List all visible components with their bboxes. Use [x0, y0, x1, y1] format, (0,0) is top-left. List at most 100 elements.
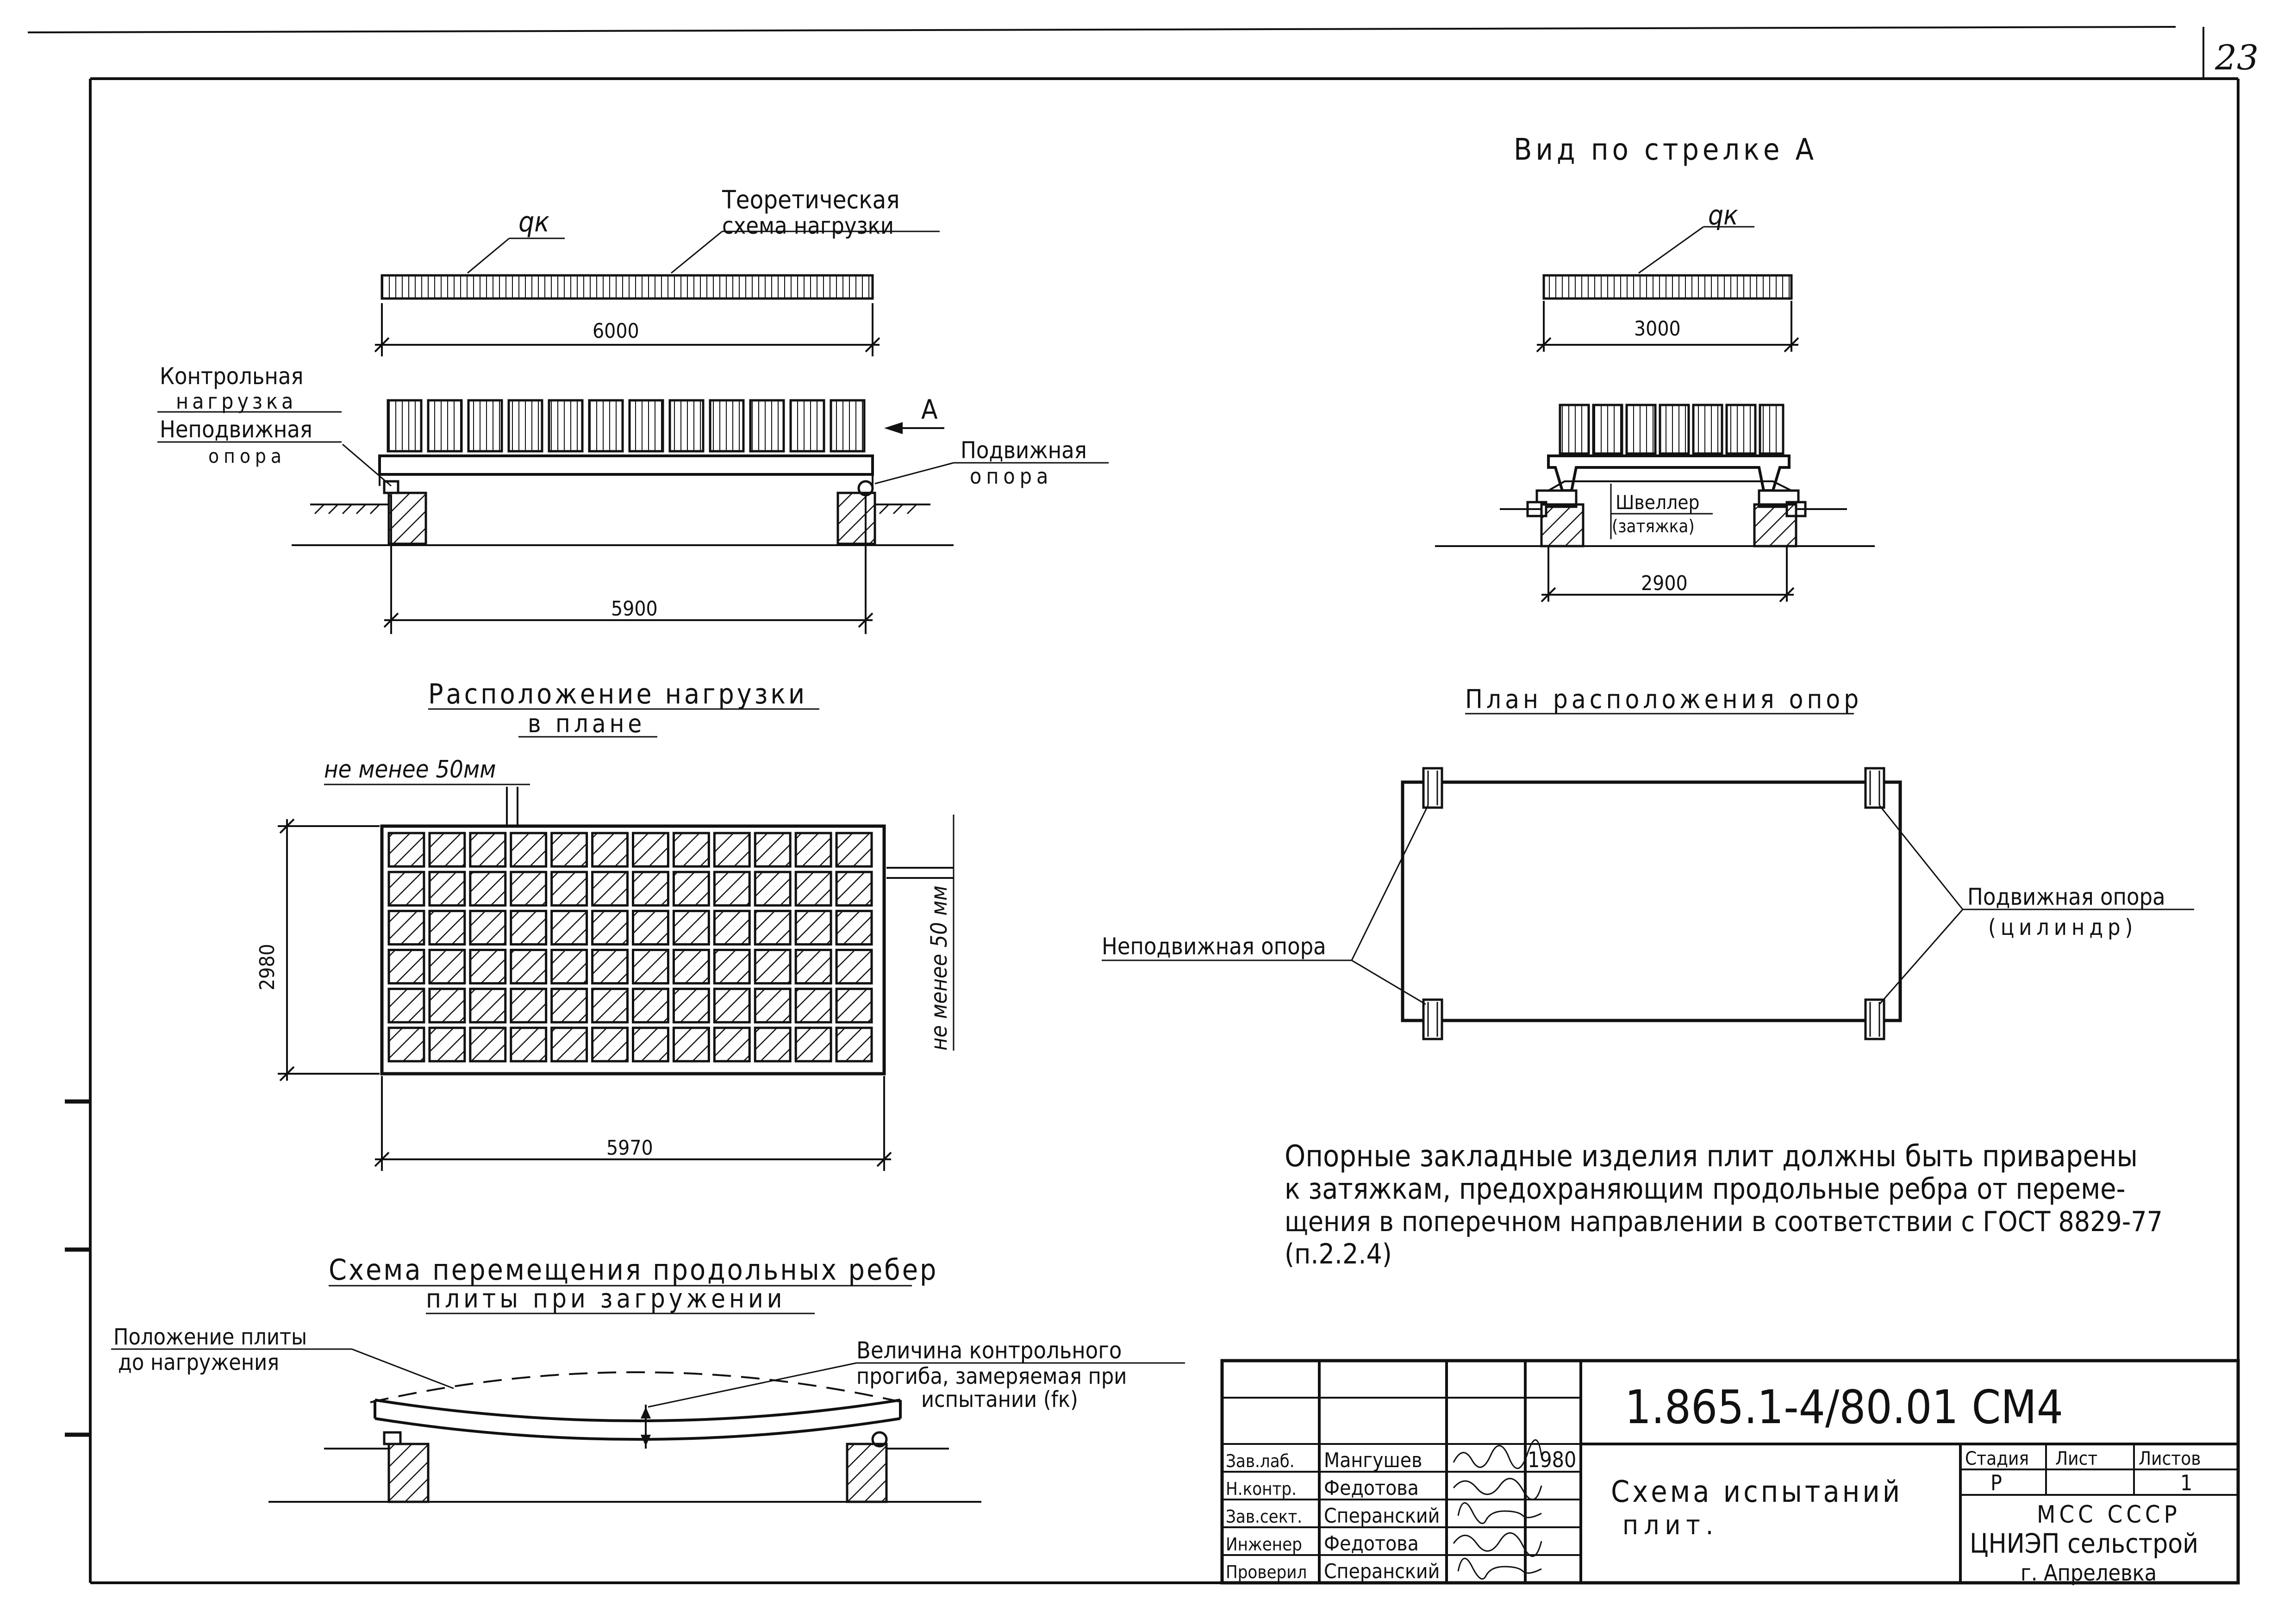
load-block	[591, 909, 629, 946]
load-block	[672, 871, 710, 907]
signer-role: Н.контр.	[1226, 1479, 1297, 1499]
load-block	[632, 871, 669, 907]
load-block	[510, 832, 548, 868]
load-plan-title-line2: в плане	[528, 709, 645, 738]
load-block	[387, 949, 425, 985]
signature-scribble	[1457, 1502, 1542, 1524]
org-line1: МСС СССР	[2037, 1501, 2181, 1529]
side-view	[1435, 226, 1875, 603]
load-block	[591, 871, 629, 907]
signer-role: Зав.сект.	[1226, 1506, 1302, 1527]
load-block	[591, 1027, 629, 1063]
control-load-line2: нагрузка	[176, 389, 297, 414]
load-block	[713, 909, 751, 946]
sheets-value: 1	[2180, 1470, 2192, 1495]
load-block	[754, 909, 792, 946]
signature-scribble	[1453, 1532, 1542, 1557]
load-block	[672, 1027, 710, 1063]
sheet-header: Лист	[2055, 1448, 2097, 1469]
movable-support-plan-line2: (цилиндр)	[1988, 915, 2137, 940]
signatures	[1453, 1439, 1542, 1580]
note-line4: (п.2.2.4)	[1285, 1238, 1392, 1270]
dim-5970: 5970	[606, 1136, 653, 1160]
load-block	[754, 949, 792, 985]
dim-6000: 6000	[593, 319, 639, 343]
drawing-title-line2: плит.	[1622, 1509, 1719, 1541]
load-block	[672, 988, 710, 1024]
gap-label-top: не менее 50мм	[324, 756, 496, 784]
load-block	[794, 988, 832, 1024]
load-block	[387, 871, 425, 907]
load-block	[550, 832, 588, 868]
load-block	[428, 871, 466, 907]
channel-label-line2: (затяжка)	[1612, 516, 1695, 536]
fixed-support-line1: Неподвижная	[160, 416, 312, 443]
page-number: 23	[2215, 38, 2259, 78]
load-plan-grid	[387, 832, 873, 1063]
load-block	[428, 988, 466, 1024]
load-block	[794, 909, 832, 946]
load-block	[469, 1027, 507, 1063]
signer-role: Зав.лаб.	[1226, 1451, 1295, 1471]
load-block	[510, 909, 548, 946]
load-block	[794, 871, 832, 907]
dim-2980: 2980	[256, 944, 279, 990]
load-plan	[278, 708, 955, 1171]
load-block	[469, 949, 507, 985]
stage-value: Р	[1990, 1470, 2002, 1495]
load-block	[835, 949, 873, 985]
load-block	[632, 949, 669, 985]
slab	[378, 454, 874, 476]
elevation-load-symbol: qк	[518, 206, 549, 238]
load-block	[550, 909, 588, 946]
fixed-support-plan-label: Неподвижная опора	[1102, 933, 1326, 960]
load-block	[713, 949, 751, 985]
load-block	[550, 871, 588, 907]
load-block	[550, 988, 588, 1024]
measured-deflection-line2: прогиба, замеряемая при	[856, 1363, 1127, 1389]
load-block	[632, 988, 669, 1024]
signature-scribble	[1457, 1557, 1542, 1580]
signer-name: Федотова	[1324, 1532, 1419, 1556]
signer-name: Сперанский	[1324, 1560, 1440, 1583]
load-block	[428, 949, 466, 985]
load-block	[713, 988, 751, 1024]
side-view-load-symbol: qк	[1708, 199, 1738, 231]
load-block	[713, 1027, 751, 1063]
load-block	[469, 909, 507, 946]
load-block	[387, 1027, 425, 1063]
dim-2900: 2900	[1641, 572, 1688, 595]
load-block	[469, 832, 507, 868]
gap-label-side: не менее 50 мм	[926, 885, 952, 1051]
movable-support-line1: Подвижная	[961, 437, 1087, 464]
load-block	[428, 909, 466, 946]
signer-name: Сперанский	[1324, 1504, 1440, 1528]
load-block	[794, 1027, 832, 1063]
before-load-line1: Положение плиты	[113, 1324, 307, 1350]
load-block	[754, 832, 792, 868]
signer-name: Мангушев	[1324, 1449, 1422, 1472]
approval-year: 1980	[1528, 1447, 1576, 1472]
elevation-view	[157, 230, 1109, 634]
measured-deflection-line1: Величина контрольного	[856, 1337, 1122, 1364]
movable-support-line2: опора	[970, 464, 1053, 489]
load-block	[591, 949, 629, 985]
note-line1: Опорные закладные изделия плит должны бы…	[1285, 1139, 2138, 1174]
drawing-code: 1.865.1-4/80.01 СМ4	[1625, 1380, 2063, 1434]
note-line3: щения в поперечном направлении в соответ…	[1285, 1206, 2163, 1238]
load-block	[428, 832, 466, 868]
load-block	[550, 949, 588, 985]
fixed-support-line2: опора	[208, 445, 286, 467]
load-block	[835, 909, 873, 946]
load-block	[510, 988, 548, 1024]
deflection-scheme	[111, 1285, 1185, 1503]
load-block	[387, 909, 425, 946]
control-load-line1: Контрольная	[160, 363, 303, 390]
load-block	[835, 988, 873, 1024]
load-block	[672, 949, 710, 985]
load-block	[754, 988, 792, 1024]
signer-role: Проверил	[1226, 1562, 1307, 1582]
measured-deflection-line3: испытании (fк)	[921, 1387, 1078, 1412]
dim-3000: 3000	[1634, 317, 1681, 341]
load-block	[835, 871, 873, 907]
